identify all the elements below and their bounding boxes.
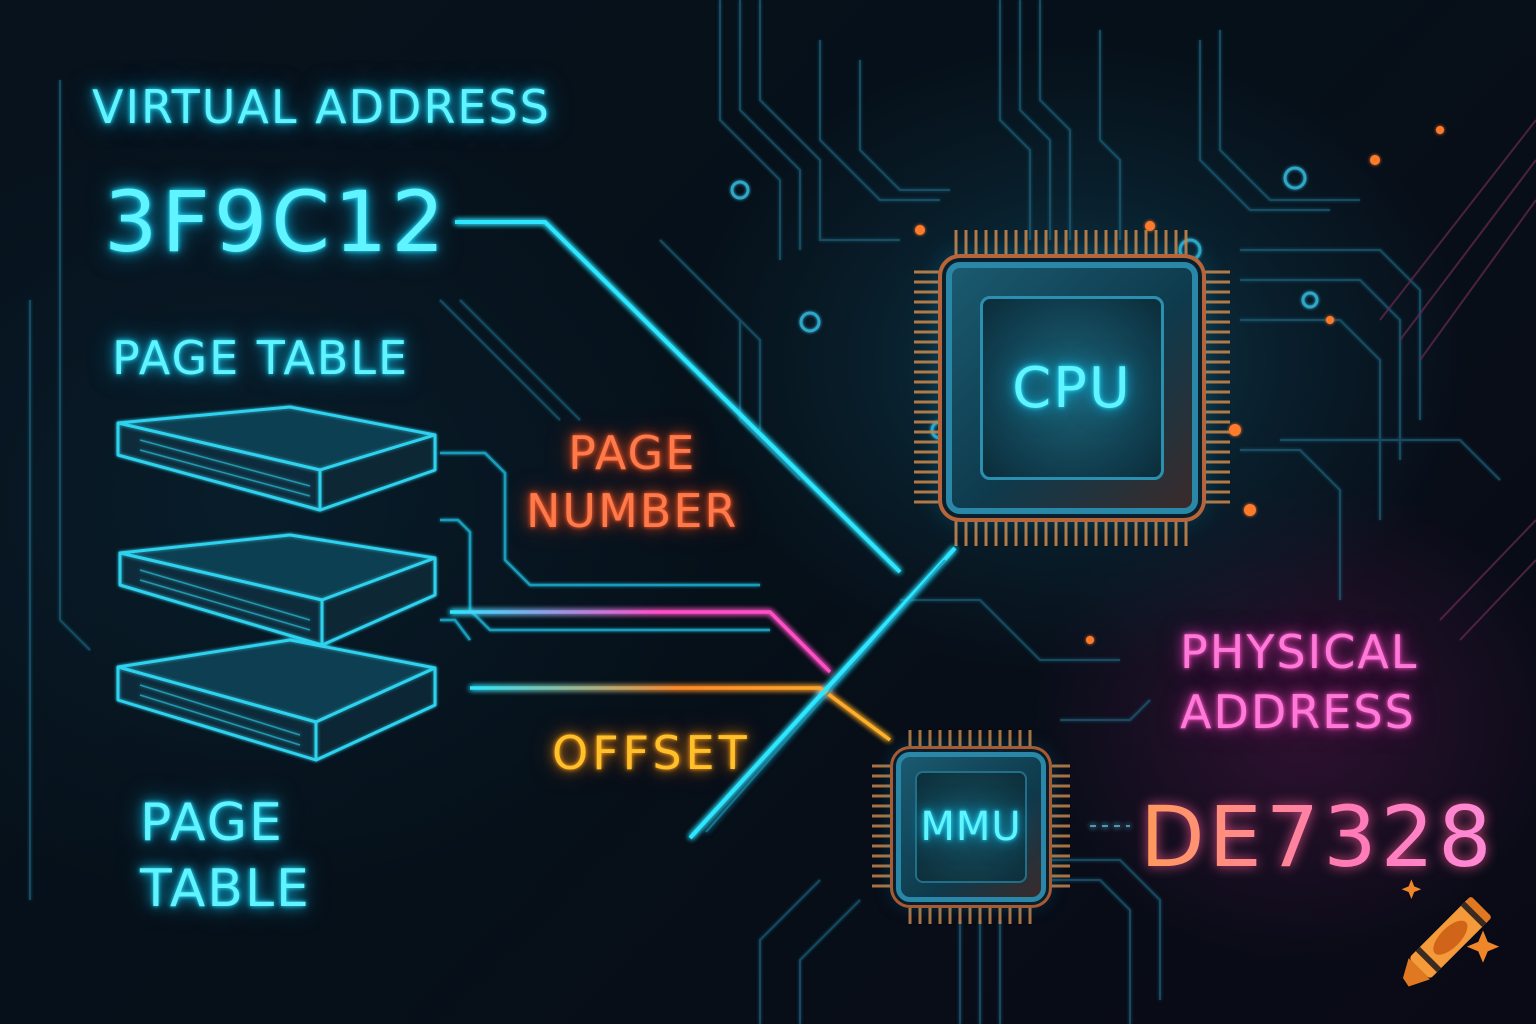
mmu-label: MMU [920, 804, 1022, 850]
cpu-label: CPU [1012, 355, 1132, 421]
physical-address-label: PHYSICAL ADDRESS [1180, 622, 1418, 742]
virtual-address-value: 3F9C12 [104, 173, 449, 271]
cpu-die: CPU [980, 296, 1164, 480]
crayon-sparkle-icon [1401, 879, 1500, 987]
page-table-bottom-label: PAGE TABLE [140, 790, 311, 922]
offset-label: OFFSET [552, 726, 751, 780]
page-number-line2: NUMBER [526, 484, 739, 538]
virtual-address-label: VIRTUAL ADDRESS [92, 80, 551, 134]
page-number-label: PAGE NUMBER [526, 424, 738, 540]
mmu-die: MMU [915, 771, 1027, 883]
page-table-bottom-line2: TABLE [140, 859, 311, 919]
mmu-chip: MMU [896, 752, 1046, 902]
physical-address-line2: ADDRESS [1180, 685, 1416, 739]
cpu-chip: CPU [946, 262, 1198, 514]
page-table-stack-icon [116, 405, 437, 762]
physical-address-line1: PHYSICAL [1180, 625, 1419, 679]
page-number-line1: PAGE [568, 426, 697, 480]
physical-address-value: DE7328 [1140, 788, 1496, 886]
page-table-label: PAGE TABLE [112, 331, 410, 385]
page-table-bottom-line1: PAGE [140, 793, 284, 853]
